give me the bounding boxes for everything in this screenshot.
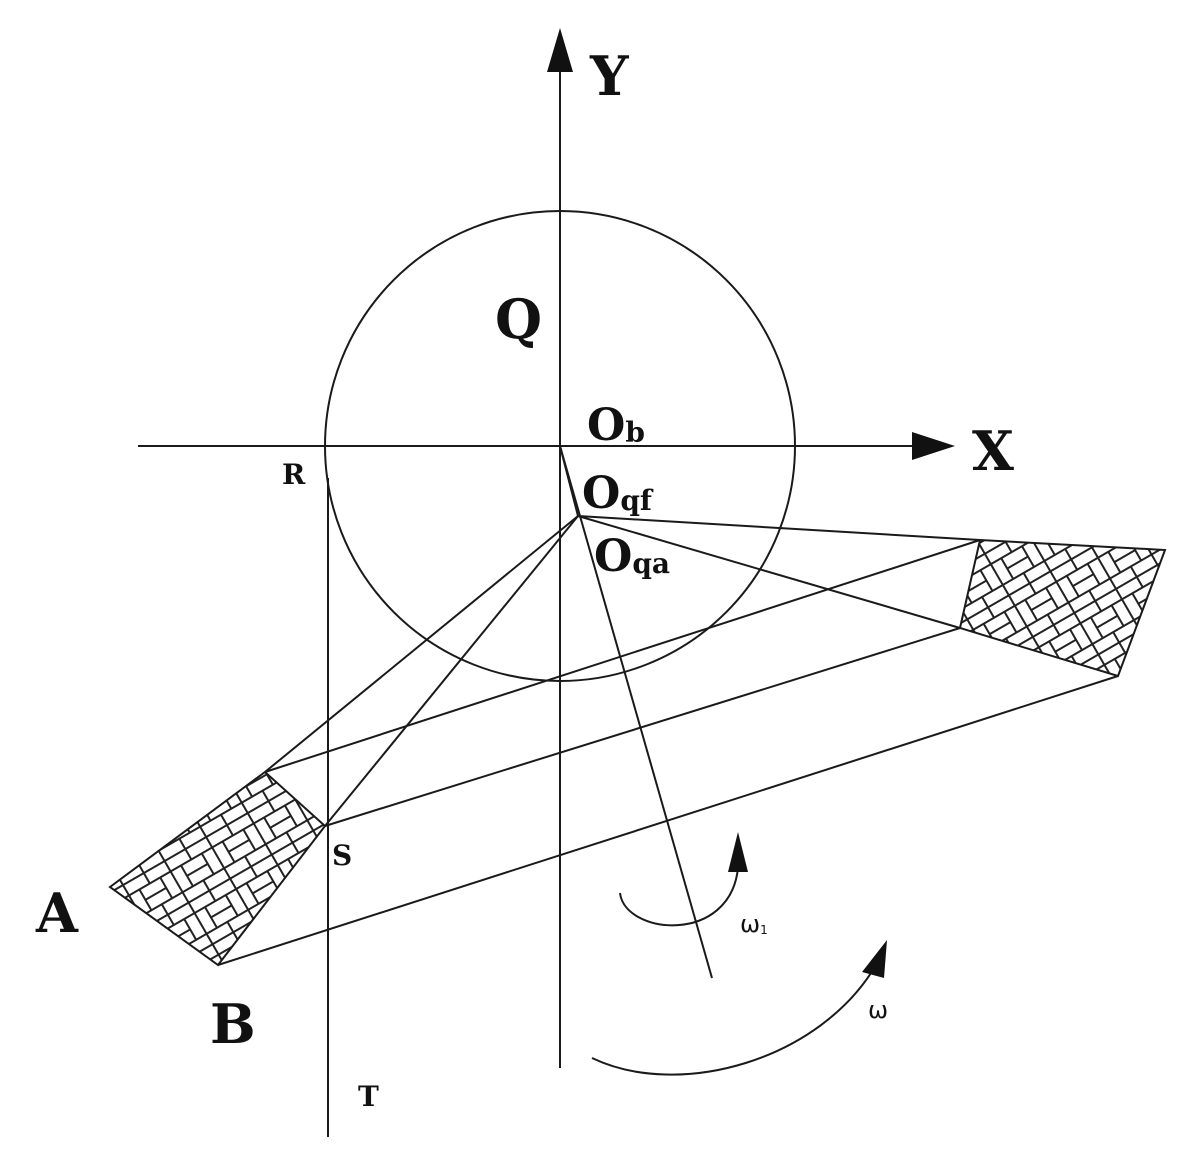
label-ob: Ob: [587, 400, 645, 451]
line-oqa-to-s: [324, 515, 579, 827]
label-omega1: ω1: [740, 910, 768, 938]
label-b: B: [210, 992, 256, 1056]
label-a: A: [35, 881, 79, 945]
right-hatched-block: [958, 538, 1167, 678]
omega-arrowhead: [862, 940, 887, 978]
label-y-axis: Y: [589, 44, 630, 108]
y-axis-arrowhead: [547, 28, 573, 72]
line-oqa-to-right-top: [577, 515, 981, 541]
label-q: Q: [495, 287, 542, 351]
left-hatched-block: [108, 770, 327, 967]
label-x-axis: X: [972, 419, 1014, 483]
label-t: T: [358, 1080, 379, 1113]
body-inner-edge: [324, 627, 961, 827]
omega-rotation-arc: [591, 964, 877, 1076]
label-oqa: Oqa: [594, 531, 670, 582]
omega1-rotation-arc: [619, 867, 739, 927]
label-omega: ω: [868, 996, 888, 1024]
label-r: R: [282, 458, 306, 491]
label-s: S: [332, 839, 352, 872]
line-oqa-to-right-inner: [577, 515, 961, 629]
x-axis-arrowhead: [912, 432, 955, 460]
omega1-arrowhead: [728, 832, 748, 872]
circle-q: [324, 210, 796, 682]
label-oqf: Oqf: [582, 468, 654, 519]
line-oqa-to-left-top: [264, 515, 579, 773]
line-ob-radial: [559, 445, 713, 979]
body-upper-edge: [264, 539, 981, 773]
